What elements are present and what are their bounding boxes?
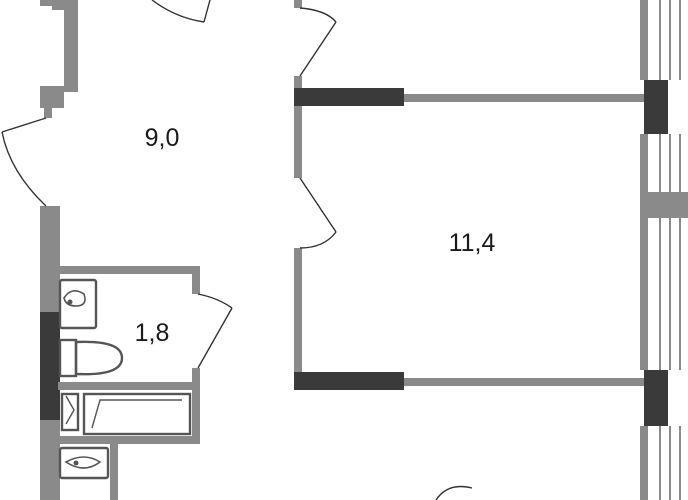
top-door [151, 0, 211, 23]
bathroom-walls [58, 266, 200, 500]
lower-sink-icon [58, 446, 110, 480]
bathroom-door [197, 293, 233, 369]
left-upper-wall [40, 0, 78, 118]
central-partition [294, 0, 302, 390]
toilet-icon [58, 338, 124, 378]
bedroom-lower-wall [294, 372, 644, 390]
hall-area-label: 9,0 [145, 124, 180, 152]
entry-door [1, 117, 47, 207]
bedroom-upper-wall [294, 88, 644, 106]
left-lower-wall [40, 206, 60, 500]
bedroom-area-label: 11,4 [449, 229, 496, 257]
bottom-door [435, 485, 473, 500]
bedroom-door [299, 177, 337, 249]
sink-icon [58, 278, 98, 330]
bathroom-area-label: 1,8 [135, 319, 170, 347]
bathtub-icon [60, 392, 192, 436]
right-facade [640, 0, 688, 500]
upper-partition-door [299, 7, 337, 77]
